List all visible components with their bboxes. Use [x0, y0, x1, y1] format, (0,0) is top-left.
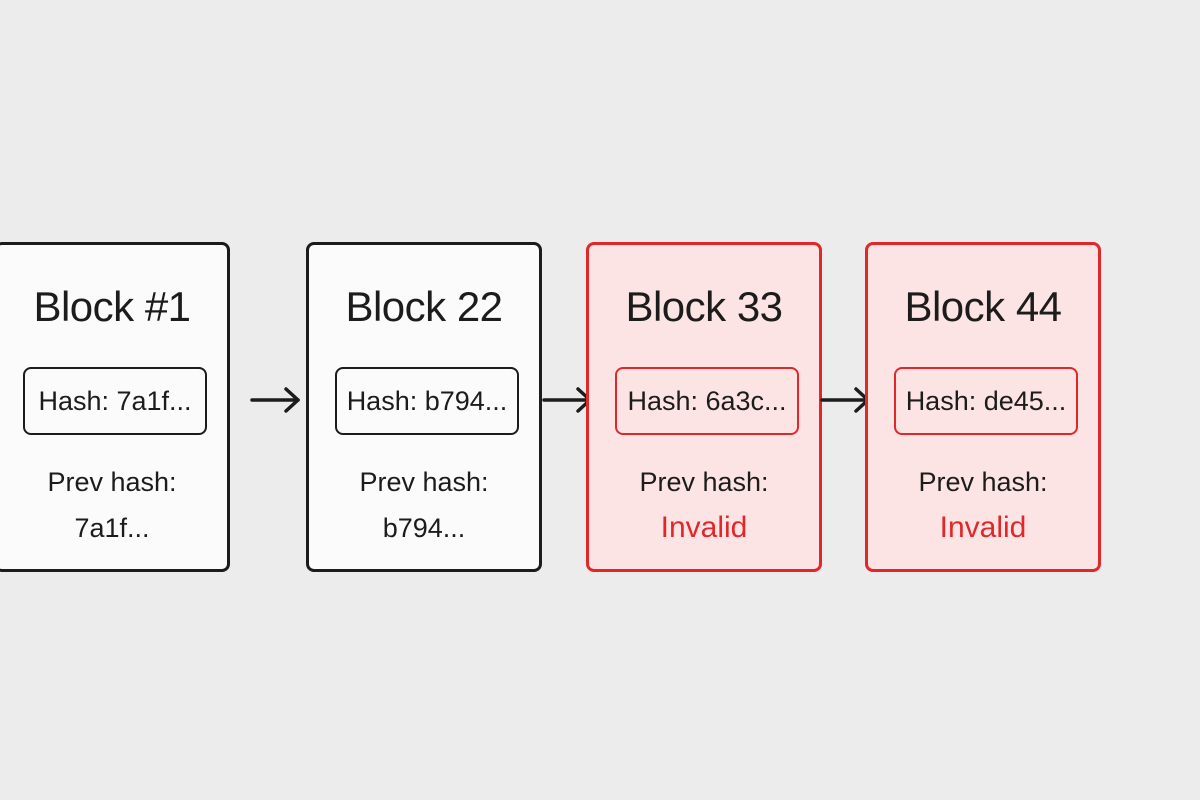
prev-hash-value: 7a1f... — [74, 513, 150, 543]
block-card-2: Block 22 Hash: b794... Prev hash: b794..… — [306, 242, 542, 572]
prev-hash-label: Prev hash: — [359, 467, 489, 497]
invalid-status: Invalid — [660, 511, 748, 544]
prev-hash-value: b794... — [382, 513, 466, 543]
block-card-4: Block 44 Hash: de45... Prev hash: Invali… — [865, 242, 1101, 572]
prev-hash-label: Prev hash: — [918, 467, 1048, 497]
block-hash: Hash: b794... — [335, 367, 519, 435]
arrow-right-icon — [250, 387, 300, 413]
block-title: Block 33 — [625, 283, 783, 330]
block-card-1: Block #1 Hash: 7a1f... Prev hash: 7a1f..… — [0, 242, 230, 572]
block-card-3: Block 33 Hash: 6a3c... Prev hash: Invali… — [586, 242, 822, 572]
prev-hash-label: Prev hash: — [47, 467, 177, 497]
block-hash: Hash: 7a1f... — [23, 367, 207, 435]
block-hash: Hash: de45... — [894, 367, 1078, 435]
block-title: Block 22 — [345, 283, 503, 330]
block-hash: Hash: 6a3c... — [615, 367, 799, 435]
block-title: Block #1 — [33, 283, 191, 330]
invalid-status: Invalid — [939, 511, 1027, 544]
prev-hash-label: Prev hash: — [639, 467, 769, 497]
block-title: Block 44 — [904, 283, 1062, 330]
